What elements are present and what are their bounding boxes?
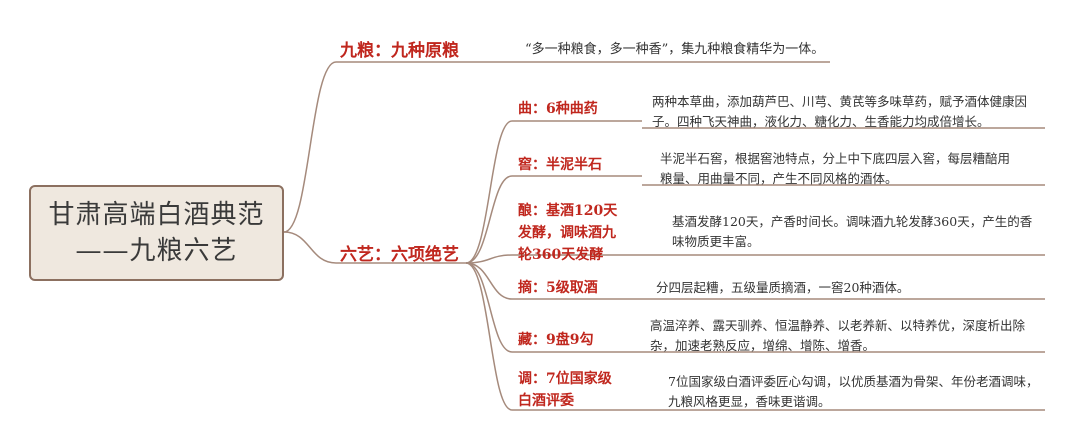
nine-grains-desc: “多一种粮食，多一种香”，集九种粮食精华为一体。 xyxy=(525,42,825,57)
branch-nine-grains: 九粮：九种原粮 xyxy=(340,41,459,61)
connector-six-arts-qu xyxy=(465,120,513,264)
item-jiao-desc: 半泥半石窖，根据窖池特点，分上中下底四层入窖，每层糟醅用 粮量、用曲量不同，产生… xyxy=(660,151,1011,186)
connector-six-arts-jiao xyxy=(465,175,513,264)
item-niang-label: 酿：基酒120天 发酵，调味酒九 轮360天发酵 xyxy=(518,203,618,263)
connector-six-arts-niang xyxy=(465,254,513,264)
item-niang-desc: 基酒发酵120天，产香时间长。调味酒九轮发酵360天，产生的香 味物质更丰富。 xyxy=(672,214,1033,249)
connector-six-arts-cang xyxy=(465,262,513,353)
item-qu-desc: 两种本草曲，添加葫芦巴、川芎、黄芪等多味草药，赋予酒体健康因 子。四种飞天神曲，… xyxy=(652,94,1028,129)
root-title-line1: 甘肃高端白酒典范 xyxy=(48,200,265,230)
root-node: 甘肃高端白酒典范 ——九粮六艺 xyxy=(29,185,284,281)
connector-root-six-arts xyxy=(283,231,337,264)
connector-root-nine-grains xyxy=(283,61,337,233)
item-jiao-label: 窖：半泥半石 xyxy=(518,157,602,173)
item-tiao-desc: 7位国家级白酒评委匠心勾调，以优质基酒为骨架、年份老酒调味， 九粮风格更显，香味… xyxy=(668,374,1039,409)
connector-six-arts-zhai xyxy=(465,262,513,300)
connector-six-arts-tiao xyxy=(465,262,513,411)
branch-six-arts: 六艺：六项绝艺 xyxy=(340,245,459,265)
item-cang-label: 藏：9盘9勾 xyxy=(518,332,594,348)
item-cang-desc: 高温淬养、露天驯养、恒温静养、以老养新、以特养优，深度析出除 杂，加速老熟反应，… xyxy=(650,318,1026,353)
item-zhai-label: 摘：5级取酒 xyxy=(518,280,598,296)
item-qu-label: 曲：6种曲药 xyxy=(518,101,598,117)
root-title-line2: ——九粮六艺 xyxy=(75,236,238,266)
item-zhai-desc: 分四层起糟，五级量质摘酒，一窖20种酒体。 xyxy=(656,280,910,295)
item-tiao-label: 调：7位国家级 白酒评委 xyxy=(518,371,612,409)
